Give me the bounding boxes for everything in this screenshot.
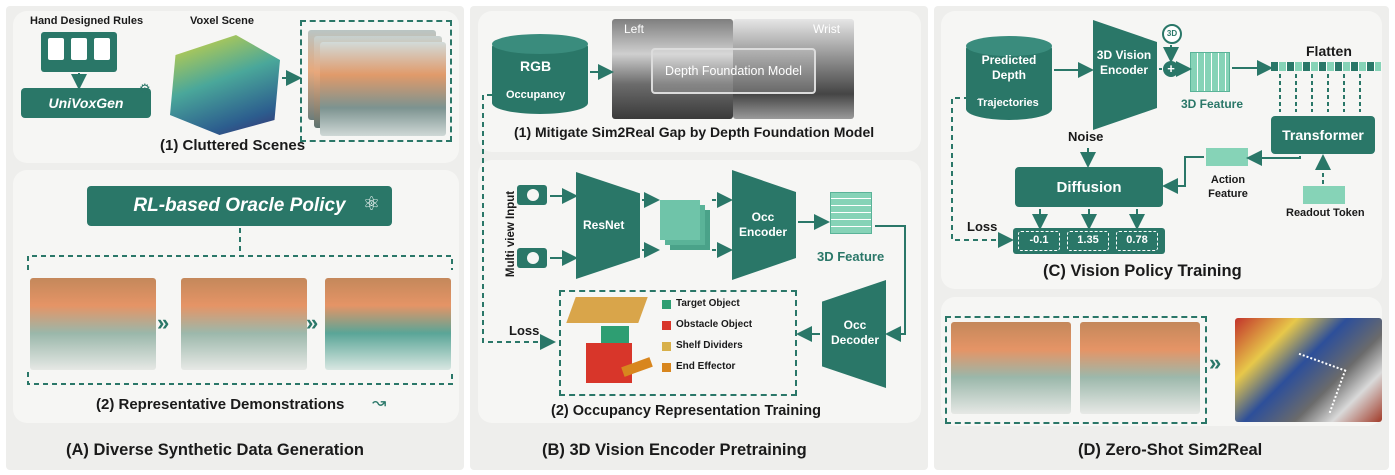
mitigate-label: (1) Mitigate Sim2Real Gap by Depth Found… — [514, 124, 875, 140]
camera-lens — [527, 189, 539, 201]
scene-image-front — [320, 42, 446, 136]
transformer-box: Transformer — [1271, 116, 1375, 154]
action-feature-text: Action Feature — [1208, 174, 1248, 200]
left-view-label: Left — [624, 22, 645, 36]
hand-rules-label: Hand Designed Rules — [30, 15, 144, 27]
feature-map-stack — [660, 200, 700, 240]
arrow-depth-back — [482, 94, 556, 350]
voxel-scene-image — [170, 35, 280, 135]
document-icon — [71, 38, 87, 60]
sim-image-2 — [1080, 322, 1200, 414]
chevron-right-icon: » — [306, 310, 319, 335]
values-box — [1013, 228, 1165, 254]
loss-label-b: Loss — [509, 323, 540, 338]
sim-image-1 — [951, 322, 1071, 414]
panel-c-caption: (C) Vision Policy Training — [1043, 262, 1242, 280]
flatten-label: Flatten — [1306, 43, 1352, 59]
trajectories-label: Trajectories — [977, 97, 1039, 109]
feature-3d-label-b: 3D Feature — [817, 249, 885, 264]
occ-decoder-block — [822, 280, 886, 388]
demo-image-2 — [181, 278, 307, 370]
rl-policy-box: RL-based Oracle Policy — [87, 186, 392, 226]
wrist-view-label: Wrist — [813, 22, 841, 36]
action-feature-token — [1206, 148, 1248, 166]
occ-decoder-text: Occ Decoder — [830, 318, 880, 347]
legend-label: Obstacle Object — [676, 319, 753, 330]
occupancy-label: Occupancy — [506, 89, 566, 101]
legend-label: Target Object — [676, 298, 740, 309]
cluttered-scenes-label: (1) Cluttered Scenes — [160, 137, 306, 154]
feature-cube — [830, 192, 872, 234]
loss-label-c: Loss — [967, 219, 998, 234]
legend-swatch — [662, 363, 671, 372]
demo-image-3 — [325, 278, 451, 370]
resnet-block — [576, 172, 640, 279]
occupancy-output-frame — [559, 290, 797, 396]
document-icon — [48, 38, 64, 60]
action-value-cell: 1.35 — [1067, 231, 1109, 251]
atom-icon: ⚛ — [363, 194, 381, 215]
feature-3d-label-c: 3D Feature — [1181, 97, 1244, 111]
arrows-flatten-transformer — [1279, 74, 1361, 112]
plus-icon: + — [1163, 61, 1179, 77]
chevron-right-icon: » — [157, 310, 170, 335]
panel-a-caption: (A) Diverse Synthetic Data Generation — [66, 441, 364, 459]
depth-model-box: Depth Foundation Model — [651, 48, 816, 94]
real-world-image — [1235, 318, 1382, 422]
resnet-label: ResNet — [583, 218, 625, 232]
depth-image-wrist — [733, 19, 854, 119]
predicted-depth-text: Predicted Depth — [981, 53, 1037, 82]
legend-swatch — [662, 342, 671, 351]
arrow-transformer-action — [1246, 150, 1301, 166]
demo-image-1 — [30, 278, 156, 370]
noise-label: Noise — [1068, 129, 1104, 144]
curved-arrow-icon: ↝ — [372, 393, 387, 412]
occ-encoder-text: Occ Encoder — [738, 210, 787, 239]
cylinder-top — [966, 36, 1052, 56]
panel-d-caption: (D) Zero-Shot Sim2Real — [1078, 441, 1263, 459]
demonstrations-label: (2) Representative Demonstrations — [96, 396, 345, 413]
diffusion-box: Diffusion — [1015, 167, 1163, 207]
univoxgen-box: UniVoxGen — [21, 88, 151, 118]
action-value-cell: 0.78 — [1116, 231, 1158, 251]
arrow-action-diffusion — [1162, 156, 1204, 194]
vision-encoder-text: 3D Vision Encoder — [1096, 48, 1152, 77]
document-icon — [94, 38, 110, 60]
sim-images-frame — [945, 316, 1207, 424]
cylinder-top — [492, 34, 588, 54]
occupancy-training-label: (2) Occupancy Representation Training — [551, 403, 821, 419]
legend-label: Shelf Dividers — [676, 340, 743, 351]
rl-brace — [27, 228, 453, 270]
legend-label: End Effector — [676, 361, 736, 372]
chevron-right-icon: » — [1209, 350, 1222, 375]
arrow-cube-decoder — [875, 225, 906, 342]
arrow-traj-loss — [951, 97, 1014, 248]
gear-icon: ⚙ — [139, 81, 151, 96]
readout-label: Readout Token — [1286, 207, 1365, 219]
legend-swatch — [662, 300, 671, 309]
depth-image-left — [612, 19, 733, 119]
badge-3d-icon: 3D — [1162, 24, 1182, 44]
demo-brace — [27, 372, 453, 385]
occ-encoder-block — [732, 170, 796, 280]
legend-swatch — [662, 321, 671, 330]
readout-token — [1303, 186, 1345, 204]
action-value-cell: -0.1 — [1018, 231, 1060, 251]
voxel-scene-label: Voxel Scene — [190, 15, 254, 27]
rgb-label: RGB — [520, 58, 552, 74]
panel-b-caption: (B) 3D Vision Encoder Pretraining — [542, 441, 807, 459]
flattened-tokens — [1271, 62, 1381, 71]
camera-lens — [527, 252, 539, 264]
